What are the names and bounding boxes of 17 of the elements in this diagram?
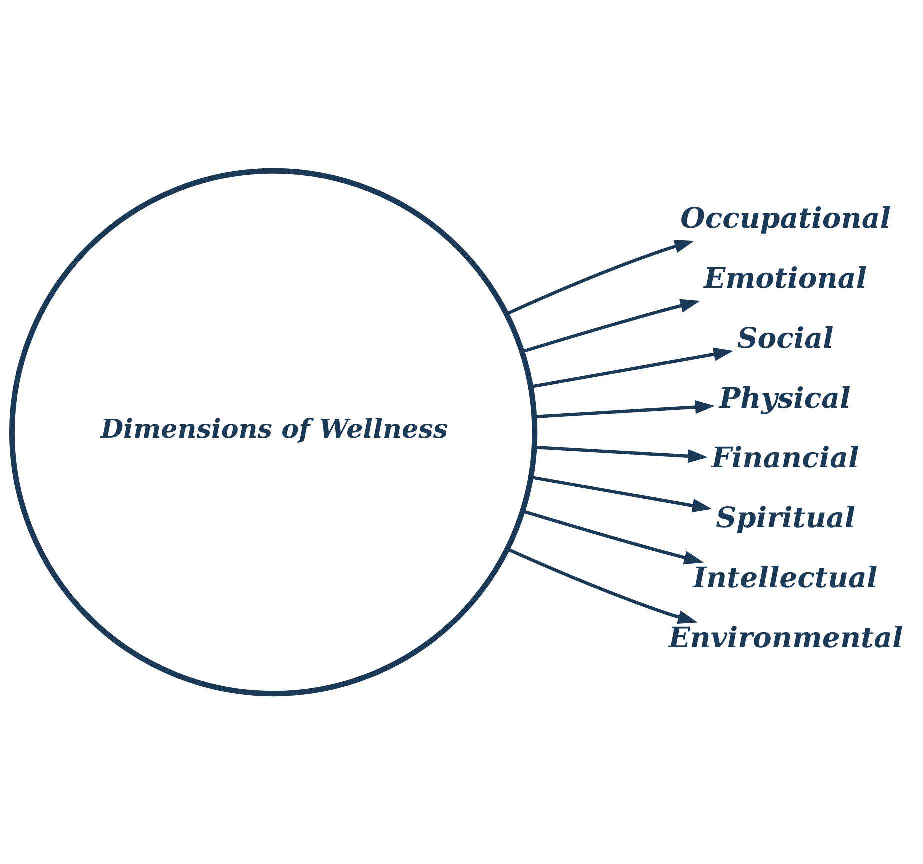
node-text: Physical	[719, 380, 851, 414]
node-circle: Dimensions of Wellness	[9, 168, 538, 696]
arrow	[534, 445, 708, 463]
node-text: Occupational	[680, 200, 891, 235]
node-text: Emotional	[704, 260, 867, 294]
node-text: Environmental	[668, 620, 904, 654]
node-text: Social	[737, 320, 834, 354]
node-text: Financial	[712, 440, 860, 474]
node-text: Spiritual	[716, 500, 856, 534]
arrow	[522, 298, 700, 354]
arrow	[530, 475, 712, 512]
arrow	[534, 400, 716, 418]
arrow	[522, 509, 704, 564]
arrow	[530, 347, 734, 388]
arrow	[506, 547, 698, 624]
arrow	[506, 239, 694, 316]
node-text: Intellectual	[693, 560, 878, 594]
